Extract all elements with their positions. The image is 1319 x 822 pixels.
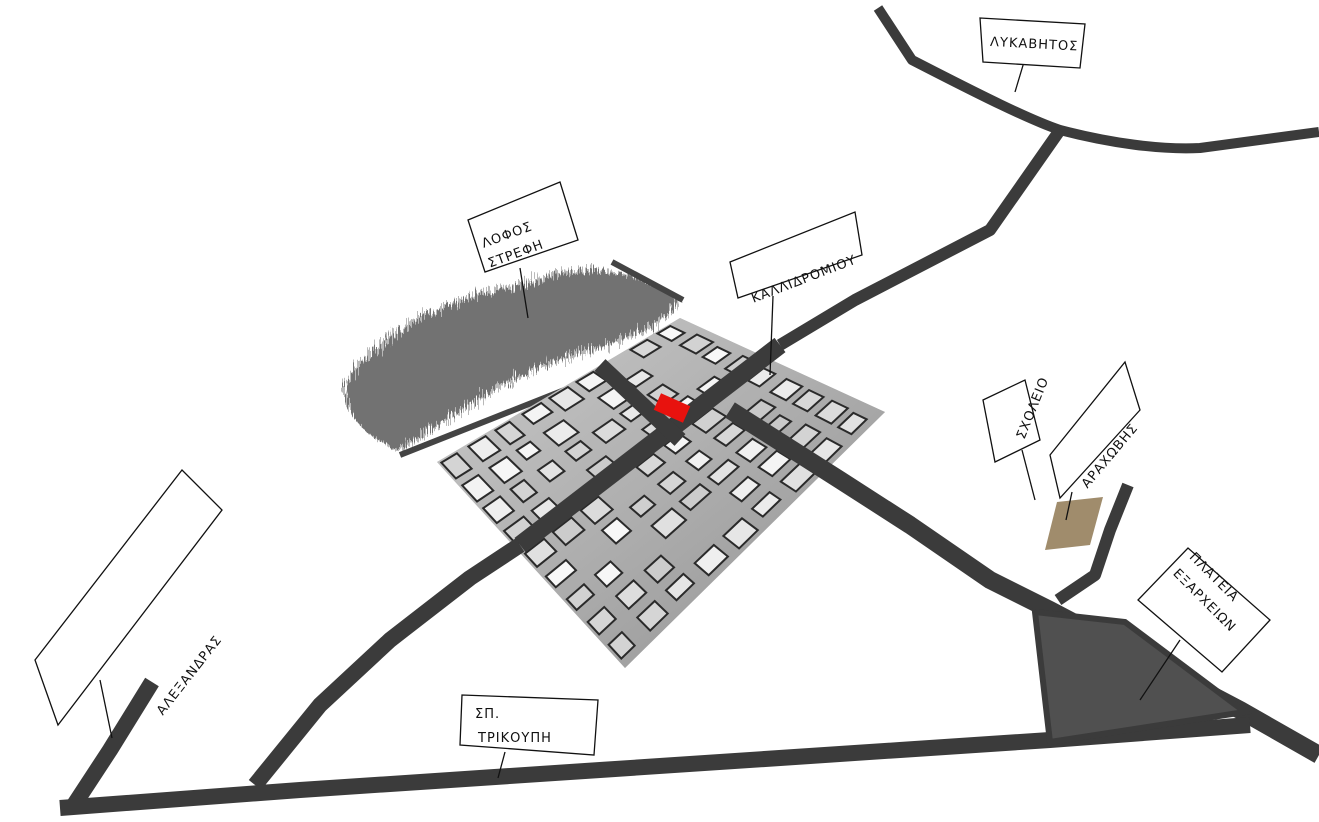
road-arachovis: [1054, 482, 1134, 605]
building-block: [460, 473, 495, 503]
building-block: [563, 439, 593, 462]
building-block: [515, 440, 542, 462]
site-marker-rect: [653, 393, 691, 423]
building-block: [693, 543, 730, 577]
building-block: [728, 475, 762, 503]
building-block: [439, 452, 474, 480]
building-block: [721, 517, 760, 550]
road-alexandras: [65, 677, 159, 813]
building-block: [493, 420, 527, 446]
building-block: [593, 560, 624, 589]
building-block: [634, 452, 667, 478]
building-block: [551, 516, 586, 547]
building-block: [586, 605, 618, 636]
building-block: [520, 401, 555, 426]
building-block: [628, 494, 657, 518]
sign-lykavittos: ΛΥΚΑΒΗΤΟΣ: [979, 17, 1086, 93]
road-kallidromiou: [514, 337, 786, 553]
plateia-exarcheion-square: [1031, 608, 1253, 746]
building-block: [678, 333, 715, 355]
building-block: [643, 554, 676, 584]
building-block: [591, 418, 627, 445]
building-block: [628, 338, 663, 359]
building-block: [836, 411, 869, 436]
building-block: [565, 582, 596, 612]
building-block: [614, 579, 648, 611]
road-lykavittos: [873, 5, 1319, 154]
sign-alexandras-label: ΑΛΕΞΑΝΔΡΑΣ: [154, 633, 225, 718]
building-block: [542, 418, 581, 447]
building-block: [750, 490, 783, 518]
hill-edge-top: [610, 259, 685, 303]
sign-trikoupi-line2: ΤΡΙΚΟΥΠΗ: [477, 731, 552, 746]
site-marker: [653, 393, 691, 423]
building-block: [706, 458, 741, 486]
sign-trikoupi: ΣΠ. ΤΡΙΚΟΥΠΗ: [459, 694, 599, 779]
road-diagonal-west: [248, 538, 525, 791]
sign-lykavittos-label: ΛΥΚΑΒΗΤΟΣ: [990, 35, 1079, 55]
building-block: [678, 482, 713, 512]
building-block: [523, 537, 558, 569]
building-block: [700, 345, 733, 365]
road-cross-street: [594, 359, 686, 446]
building-block: [579, 495, 615, 526]
building-block: [656, 470, 687, 496]
hill-strefi: [345, 270, 680, 450]
building-block: [466, 434, 502, 463]
sign-alexandras: ΑΛΕΞΑΝΔΡΑΣ: [34, 469, 225, 739]
building-block: [509, 478, 539, 504]
urban-block-patch: [437, 318, 885, 668]
building-block: [655, 324, 687, 343]
school-marker: [1045, 497, 1103, 550]
sign-plateia-exarcheion: ΠΛΑΤΕΙΑ ΕΞΑΡΧΕΙΩΝ: [1137, 547, 1271, 701]
building-block: [536, 459, 567, 483]
sign-scholeio: ΣΧΟΛΕΙΟ: [982, 375, 1052, 501]
building-block: [635, 599, 670, 633]
building-block: [684, 449, 714, 472]
building-block: [487, 455, 524, 485]
road-kallidromiou-north: [776, 126, 1065, 351]
building-block: [600, 516, 633, 545]
building-block: [607, 630, 637, 661]
building-block: [481, 495, 516, 525]
building-block: [734, 437, 769, 463]
building-block: [791, 388, 826, 413]
building-block: [547, 385, 586, 412]
building-block: [650, 507, 688, 540]
building-block: [813, 399, 850, 425]
sign-trikoupi-line1: ΣΠ.: [475, 707, 500, 722]
building-block: [664, 572, 696, 602]
building-block: [768, 377, 805, 402]
building-block: [544, 558, 578, 589]
